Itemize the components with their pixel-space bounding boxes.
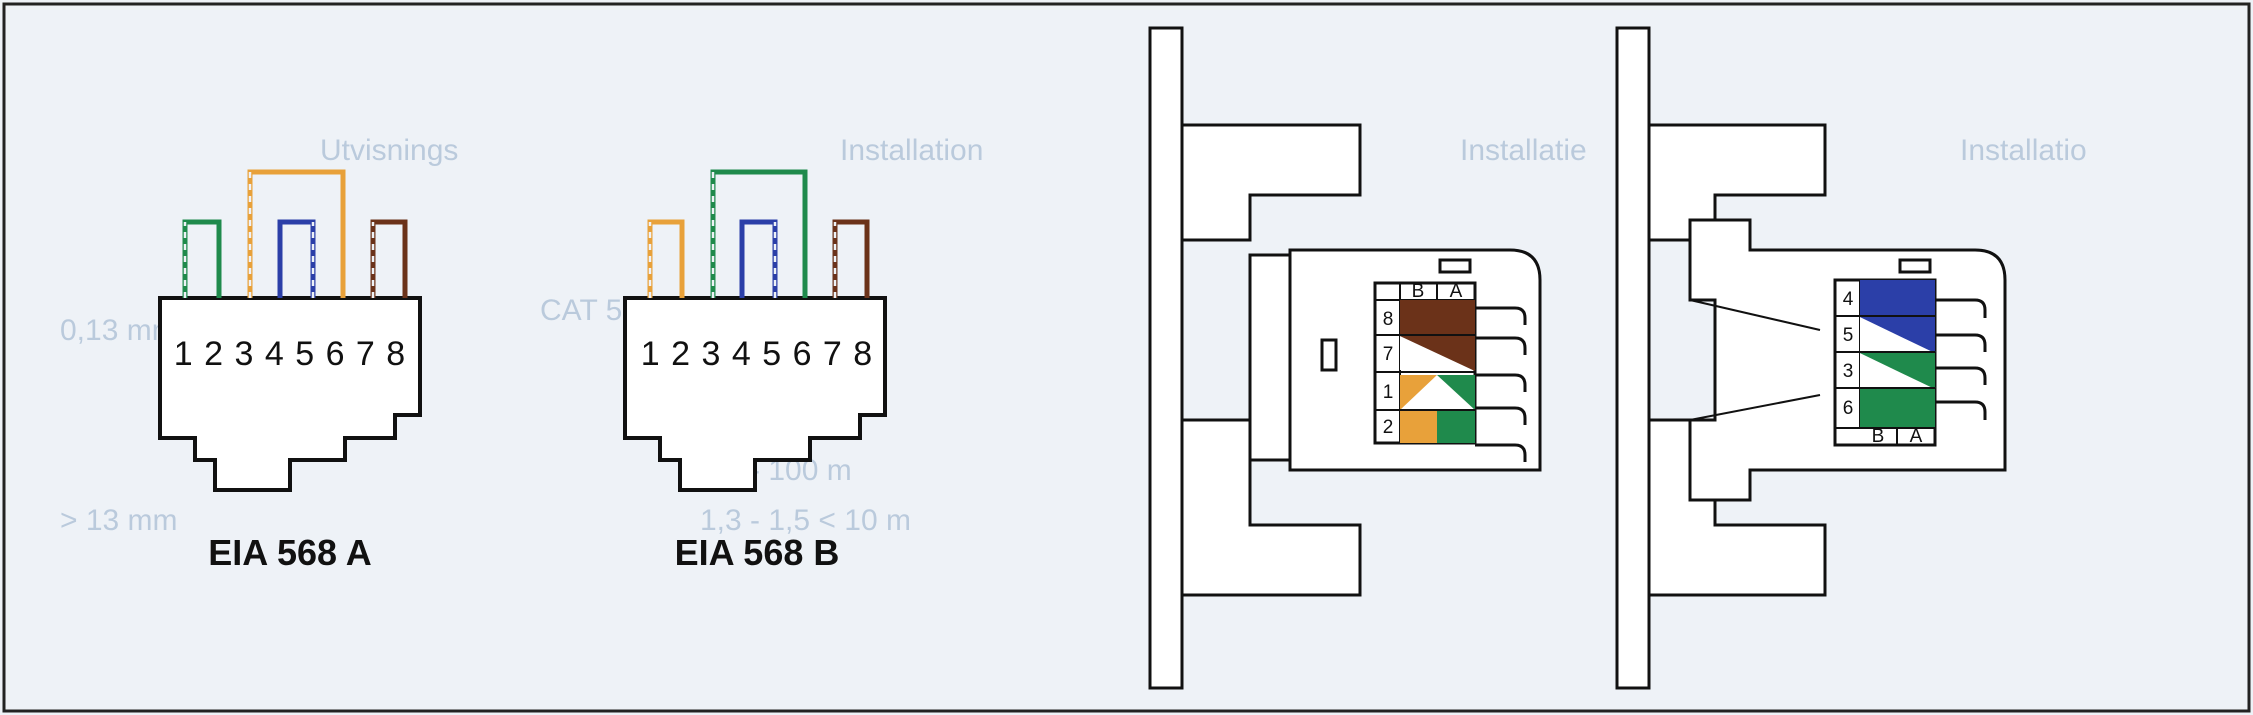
wire-pairs xyxy=(647,169,870,298)
cell-green xyxy=(1860,388,1935,428)
bracket-top xyxy=(1647,123,1827,242)
cell-brown xyxy=(1400,300,1475,335)
cell-orange xyxy=(1400,375,1437,410)
cell-green xyxy=(1437,410,1475,443)
pin-numbers: 1 2 3 4 5 6 7 8 xyxy=(641,335,873,373)
cell-green xyxy=(1437,375,1475,410)
connector-label: EIA 568 B xyxy=(675,532,840,573)
column-label: A xyxy=(1450,281,1463,302)
pin-label: 8 xyxy=(1383,309,1394,330)
column-label: A xyxy=(1910,426,1923,447)
jack-front xyxy=(1248,253,1292,462)
connector-label: EIA 568 A xyxy=(208,532,371,573)
connector-eia-568-b: 1 2 3 4 5 6 7 8 EIA 568 B xyxy=(623,169,887,573)
pin-label: 7 xyxy=(1383,344,1394,365)
wire-pairs xyxy=(182,169,408,298)
cell-orange xyxy=(1400,410,1437,443)
bracket-top xyxy=(1180,123,1362,242)
pin-numbers: 1 2 3 4 5 6 7 8 xyxy=(174,335,406,373)
jack-outline xyxy=(158,296,422,492)
watermark-text: 0,13 mm xyxy=(60,314,177,347)
cell-blue xyxy=(1860,280,1935,316)
watermark-text: 1,3 - 1,5 < 10 m xyxy=(700,504,911,537)
watermark-layer: Utvisnings Installation Installatie Inst… xyxy=(60,134,2087,537)
pin-label: 1 xyxy=(1383,382,1394,403)
watermark-text: CAT 5e xyxy=(540,294,639,327)
pin-label: 4 xyxy=(1843,289,1854,310)
pin-label: 3 xyxy=(1843,361,1854,382)
watermark-text: Installatio xyxy=(1960,134,2087,167)
jack-outline xyxy=(623,296,887,492)
pin-label: 2 xyxy=(1383,417,1394,438)
column-label: B xyxy=(1412,281,1425,302)
pin-label: 5 xyxy=(1843,325,1854,346)
watermark-text: > 13 mm xyxy=(60,504,178,537)
keystone-left: B A 8 7 1 2 xyxy=(1148,26,1542,690)
latch xyxy=(1320,338,1338,372)
watermark-text: Installatie xyxy=(1460,134,1587,167)
wall-plate xyxy=(1615,26,1651,690)
punch-down-teeth xyxy=(1935,298,1987,420)
tab xyxy=(1898,258,1932,274)
watermark-text: Utvisnings xyxy=(320,134,458,167)
wall-plate xyxy=(1148,26,1184,690)
punch-down-teeth xyxy=(1475,306,1527,462)
connector-eia-568-a: 1 2 3 4 5 6 7 8 EIA 568 A xyxy=(158,169,422,573)
keystone-right: 4 5 3 6 B A xyxy=(1615,26,2007,690)
pin-label: 6 xyxy=(1843,398,1854,419)
tab xyxy=(1438,258,1472,274)
column-label: B xyxy=(1872,426,1885,447)
watermark-text: Installation xyxy=(840,134,983,167)
